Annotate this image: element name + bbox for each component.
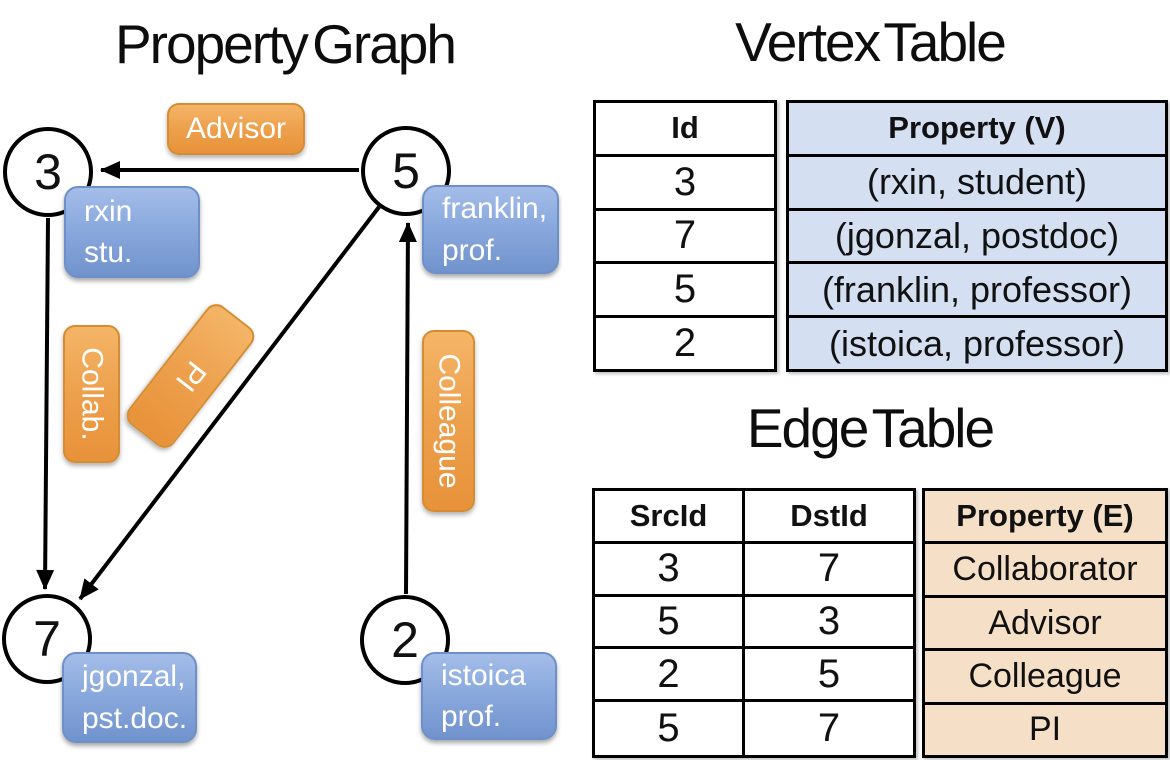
edge-dst-cell: 7 bbox=[745, 544, 913, 597]
node-id-label: 2 bbox=[391, 612, 419, 668]
property-line: pst.doc. bbox=[82, 701, 188, 735]
graph-node-5: 5 bbox=[361, 126, 451, 216]
graph-node-2: 2 bbox=[360, 595, 450, 685]
vertex-table-title: Vertex Table bbox=[735, 11, 1007, 73]
vertex-table-property-column: Property (V) (rxin, student) (jgonzal, p… bbox=[786, 100, 1168, 372]
edge-label-text: Advisor bbox=[185, 112, 287, 145]
vertex-property-cell: (franklin, professor) bbox=[789, 264, 1165, 319]
edge-property-cell: Colleague bbox=[925, 651, 1165, 705]
edge-src-cell: 5 bbox=[595, 596, 745, 650]
vertex-property-header-cell: Property (V) bbox=[789, 103, 1165, 157]
edge-dst-header-cell: DstId bbox=[745, 491, 913, 544]
node-5-property-box: franklin, prof. bbox=[422, 185, 559, 274]
node-3-property-box: rxin stu. bbox=[64, 186, 200, 278]
property-graph-section: Property Graph 3 5 7 2 rxin stu. frankli… bbox=[2, 13, 559, 743]
vertex-property-cell: (jgonzal, postdoc) bbox=[789, 211, 1165, 265]
edge-label-advisor: Advisor bbox=[167, 103, 305, 155]
edge-property-cell: Collaborator bbox=[925, 544, 1165, 598]
edge-label-text: Colleague bbox=[432, 353, 466, 489]
graph-edges-layer bbox=[36, 161, 417, 601]
vertex-property-cell: (istoica, professor) bbox=[828, 322, 1126, 364]
edge-label-text: PI bbox=[169, 354, 213, 398]
vertex-id-cell: 7 bbox=[596, 211, 774, 265]
vertex-property-cell: (rxin, student) bbox=[789, 157, 1165, 211]
node-id-label: 5 bbox=[392, 143, 420, 199]
edge-label-collab: Collab. bbox=[63, 325, 120, 463]
edge-table-ids-columns: SrcId DstId 3 7 5 3 2 5 5 7 bbox=[592, 488, 916, 758]
vertex-id-cell: 5 bbox=[596, 264, 774, 319]
property-line: stu. bbox=[84, 236, 133, 269]
edge-table-property-column: Property (E) Collaborator Advisor Collea… bbox=[922, 488, 1168, 758]
edge-label-text: Collab. bbox=[75, 347, 109, 441]
edge-pi-line bbox=[78, 205, 381, 601]
property-line: prof. bbox=[441, 700, 502, 733]
edge-property-cell: Advisor bbox=[925, 598, 1165, 652]
vertex-table-id-column: Id 3 7 5 2 bbox=[593, 100, 777, 372]
property-line: istoica bbox=[441, 658, 527, 692]
edge-label-colleague: Colleague bbox=[422, 330, 475, 512]
edge-property-cell: PI bbox=[1028, 710, 1062, 749]
edge-collab-line bbox=[36, 217, 55, 590]
edge-dst-cell: 3 bbox=[745, 597, 913, 650]
edge-src-header-cell: SrcId bbox=[595, 491, 745, 544]
node-id-label: 7 bbox=[33, 611, 61, 667]
node-7-property-box: jgonzal, pst.doc. bbox=[62, 652, 197, 743]
edge-dst-cell: 7 bbox=[817, 706, 841, 751]
property-line: prof. bbox=[442, 233, 503, 267]
edge-colleague-line bbox=[398, 222, 417, 595]
node-2-property-box: istoica prof. bbox=[421, 652, 557, 740]
node-id-label: 3 bbox=[34, 144, 62, 200]
edge-src-cell: 2 bbox=[595, 649, 745, 703]
vertex-id-header-cell: Id bbox=[596, 103, 774, 157]
vertex-id-cell: 3 bbox=[596, 157, 774, 211]
edge-dst-cell: 5 bbox=[745, 649, 913, 703]
edge-property-header-cell: Property (E) bbox=[925, 491, 1165, 545]
edge-table-title: Edge Table bbox=[746, 397, 995, 459]
property-line: jgonzal, bbox=[82, 660, 186, 694]
property-line: rxin bbox=[84, 194, 133, 228]
edge-src-cell: 3 bbox=[595, 543, 745, 597]
edge-src-cell: 5 bbox=[595, 702, 745, 755]
property-line: franklin, bbox=[442, 192, 548, 226]
graph-title: Property Graph bbox=[114, 13, 457, 75]
vertex-id-cell: 2 bbox=[673, 321, 697, 366]
